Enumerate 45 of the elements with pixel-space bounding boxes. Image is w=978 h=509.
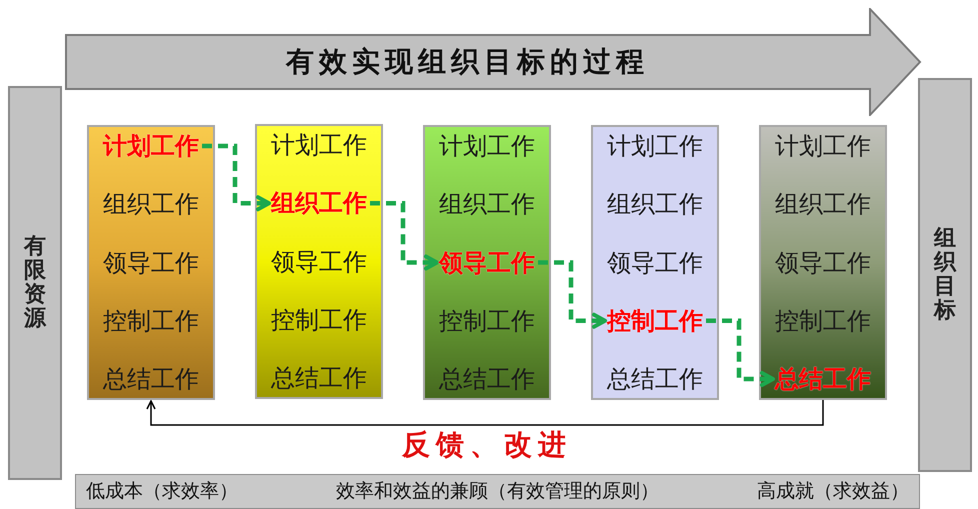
- task-label: 领导工作: [271, 248, 367, 276]
- side-panel: [918, 78, 972, 472]
- dashed-arrow: [370, 201, 439, 270]
- column-panel: [255, 124, 383, 399]
- footer-bar: [75, 474, 920, 509]
- task-label: 总结工作: [439, 365, 535, 393]
- dashed-arrow: [706, 318, 775, 387]
- footer-text: 高成就（求效益）: [757, 479, 909, 504]
- task-label: 控制工作: [103, 306, 199, 335]
- task-label: 控制工作: [271, 306, 367, 334]
- task-label: 领导工作: [607, 248, 703, 276]
- column-panel: [591, 125, 719, 400]
- task-label: 组织工作: [439, 190, 535, 218]
- arrow-title: 有效实现组织目标的过程: [286, 44, 649, 80]
- column-panel: [423, 125, 551, 400]
- task-label: 计划工作: [775, 132, 871, 160]
- task-label: 计划工作: [607, 132, 703, 160]
- dashed-arrow: [538, 260, 607, 329]
- task-label: 总结工作: [271, 364, 367, 392]
- task-label: 组织工作: [775, 190, 871, 218]
- task-label: 控制工作: [607, 306, 703, 335]
- column-panel: [87, 125, 215, 400]
- arrow: [146, 400, 824, 426]
- side-panel: [8, 86, 62, 480]
- task-label: 计划工作: [439, 132, 535, 160]
- column-panel: [759, 125, 887, 400]
- task-label: 总结工作: [607, 365, 703, 393]
- task-label: 总结工作: [775, 365, 871, 393]
- task-label: 组织工作: [607, 190, 703, 218]
- task-label: 计划工作: [103, 132, 199, 160]
- footer-text: 低成本（求效率）: [86, 479, 238, 504]
- process-arrow: [65, 8, 923, 116]
- task-label: 控制工作: [439, 306, 535, 335]
- task-label: 组织工作: [103, 190, 199, 218]
- task-label: 领导工作: [775, 248, 871, 276]
- vertical-label: 有限资源: [24, 234, 46, 332]
- task-label: 领导工作: [103, 248, 199, 276]
- task-label: 组织工作: [271, 189, 367, 218]
- dashed-arrow: [202, 144, 271, 212]
- task-label: 计划工作: [271, 131, 367, 159]
- task-label: 领导工作: [439, 248, 535, 276]
- footer-text: 效率和效益的兼顾（有效管理的原则）: [336, 479, 659, 504]
- vertical-label: 组织目标: [934, 226, 956, 324]
- task-label: 总结工作: [103, 365, 199, 393]
- task-label: 控制工作: [775, 306, 871, 335]
